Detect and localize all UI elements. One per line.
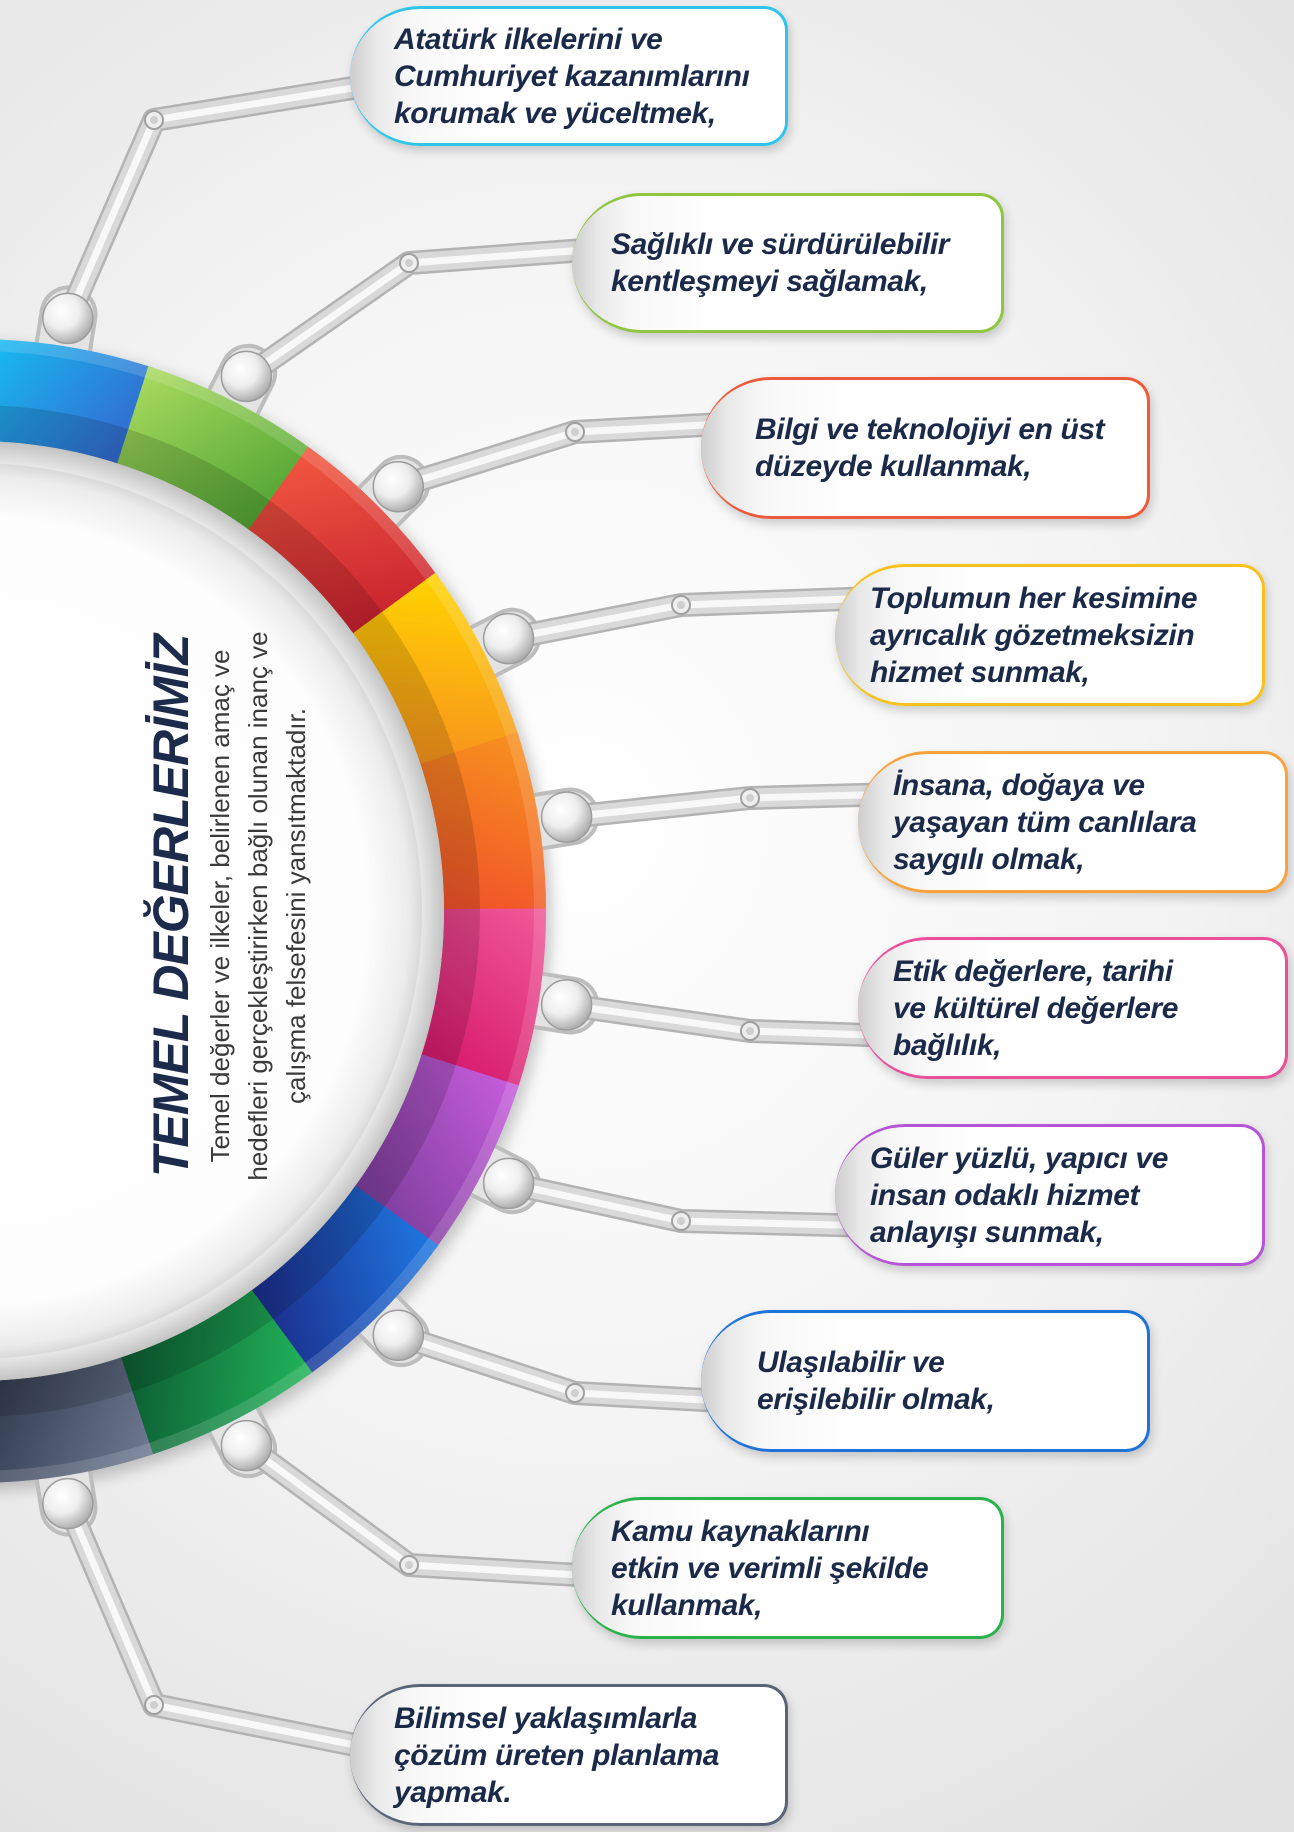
value-card-line: insan odaklı hizmet: [870, 1178, 1140, 1212]
ring-segment-highlight: [301, 1238, 439, 1376]
value-card-line: Etik değerlere, tarihi: [893, 954, 1173, 988]
value-card-line: Sağlıklı ve sürdürülebilir: [611, 228, 950, 261]
ring-segment-inner-shade: [353, 611, 456, 768]
ring-segment-highlight: [301, 446, 439, 584]
ring-segment: [420, 908, 546, 1091]
ring-segment: [420, 731, 546, 914]
connector-knob: [42, 1477, 94, 1530]
ring-segment-highlight: [425, 572, 519, 741]
description-line: hedefleri gerçekleştirirken bağlı olunan…: [243, 631, 273, 1181]
ring-segment-highlight: [505, 731, 546, 914]
center-disk: [0, 463, 422, 1359]
ring-segment-inner-shade: [420, 908, 480, 1070]
connector-joint-center: [150, 116, 158, 124]
connector-knob: [220, 350, 273, 403]
connector-knob: [220, 1419, 273, 1472]
value-card-line: Bilgi ve teknolojiyi en üst: [755, 413, 1105, 446]
ring-segment: [248, 1185, 439, 1376]
connector-knob: [540, 979, 593, 1031]
value-card-line: çözüm üreten planlama: [394, 1738, 720, 1772]
value-card-scientific-planning: Bilimsel yaklaşımlarla çözüm üreten plan…: [350, 1684, 788, 1826]
connector-knob: [540, 791, 593, 843]
value-card-public-resources: Kamu kaynaklarını etkin ve verimli şekil…: [572, 1497, 1004, 1639]
value-card-line: Güler yüzlü, yapıcı ve: [870, 1141, 1168, 1175]
connector-joint-center: [405, 259, 413, 267]
connector-joint-center: [405, 1561, 413, 1569]
connector-joint-center: [150, 1701, 158, 1709]
ring-segment-highlight: [0, 1442, 154, 1483]
value-card-equal-service: Toplumun her kesimine ayrıcalık gözetmek…: [835, 564, 1265, 706]
ring-segment-inner-shade: [117, 1290, 274, 1393]
ring-segment-highlight: [425, 1081, 519, 1250]
ring-segment-inner-shade: [248, 500, 385, 637]
value-card-line: ve kültürel değerlere: [893, 991, 1179, 1025]
ring-segment-inner-shade: [353, 1054, 456, 1211]
ring-segment-highlight: [144, 366, 313, 460]
value-card-line: Cumhuriyet kazanımlarını: [394, 59, 750, 93]
ring-segment-inner-shade: [420, 752, 480, 914]
value-card-ataturk-principles: Atatürk ilkelerini ve Cumhuriyet kazanım…: [350, 6, 788, 146]
value-card-line: kentleşmeyi sağlamak,: [611, 265, 928, 298]
value-card-line: İnsana, doğaya ve: [893, 768, 1145, 802]
connector-knob: [42, 292, 94, 345]
ring-segment-inner-shade: [117, 429, 274, 532]
value-card-line: anlayışı sunmak,: [870, 1215, 1104, 1249]
ring-segment-inner-shade: [0, 405, 133, 465]
connector-joint-center: [571, 1389, 579, 1397]
value-card-line: Bilimsel yaklaşımlarla: [394, 1701, 698, 1735]
value-card-line: Kamu kaynaklarını: [611, 1514, 870, 1548]
center-caption: TEMEL DEĞERLERİMİZ Temel değerler ve ilk…: [133, 606, 323, 1206]
value-card-line: yaşayan tüm canlılara: [893, 805, 1197, 839]
description-line: Temel değerler ve ilkeler, belirlenen am…: [205, 649, 235, 1163]
value-card-line: Ulaşılabilir ve: [757, 1346, 945, 1379]
connector-knob: [372, 1309, 425, 1362]
connector-joint-center: [571, 428, 579, 436]
value-card-line: düzeyde kullanmak,: [755, 450, 1032, 483]
value-card-ethical-values: Etik değerlere, tarihi ve kültürel değer…: [858, 937, 1288, 1079]
connector-knob: [482, 612, 535, 665]
connector-knob: [482, 1157, 535, 1210]
connector-knob: [372, 460, 425, 513]
value-card-line: erişilebilir olmak,: [757, 1383, 995, 1416]
value-card-line: korumak ve yüceltmek,: [394, 96, 716, 130]
connector-joint-center: [677, 1217, 685, 1225]
page-title: TEMEL DEĞERLERİMİZ: [143, 634, 199, 1178]
ring-segment: [353, 572, 519, 768]
value-card-line: hizmet sunmak,: [870, 655, 1090, 689]
ring-segment: [117, 366, 313, 532]
value-card-sustainable-urbanization: Sağlıklı ve sürdürülebilir kentleşmeyi s…: [572, 193, 1004, 333]
value-card-line: Atatürk ilkelerini ve: [394, 22, 663, 56]
value-card-respect-for-life: İnsana, doğaya ve yaşayan tüm canlılara …: [858, 751, 1288, 893]
value-card-line: yapmak.: [394, 1775, 512, 1809]
value-card-line: Toplumun her kesimine: [870, 581, 1198, 615]
value-card-line: bağlılık,: [893, 1028, 1002, 1062]
value-card-line: kullanmak,: [611, 1588, 763, 1622]
ring-segment: [117, 1290, 313, 1456]
value-card-friendly-service: Güler yüzlü, yapıcı ve insan odaklı hizm…: [835, 1124, 1265, 1266]
value-card-line: saygılı olmak,: [893, 842, 1085, 876]
ring-segment-highlight: [505, 908, 546, 1091]
ring-segment-inner-shade: [248, 1185, 385, 1322]
ring-segment-inner-shade: [0, 1357, 133, 1417]
value-card-accessibility: Ulaşılabilir ve erişilebilir olmak,: [701, 1310, 1150, 1452]
description-line: çalışma felsefesini yansıtmaktadır.: [281, 708, 311, 1104]
connector-joint-center: [746, 1027, 754, 1035]
connector-joint-center: [746, 794, 754, 802]
ring-segment-highlight: [144, 1362, 313, 1456]
connector-pipe-body: [58, 1494, 400, 1762]
ring-segment-highlight: [0, 339, 154, 380]
ring-segment: [248, 446, 439, 637]
connector-joint-center: [677, 601, 685, 609]
connector-pipe-body: [236, 238, 622, 386]
value-card-information-technology: Bilgi ve teknolojiyi en üst düzeyde kull…: [701, 377, 1150, 519]
connector-pipe-body: [236, 1436, 622, 1587]
ring-segment: [0, 1357, 154, 1483]
ring-segment: [353, 1054, 519, 1250]
value-card-line: etkin ve verimli şekilde: [611, 1551, 929, 1585]
value-card-line: ayrıcalık gözetmeksizin: [870, 618, 1195, 652]
ring-segment: [0, 339, 154, 465]
